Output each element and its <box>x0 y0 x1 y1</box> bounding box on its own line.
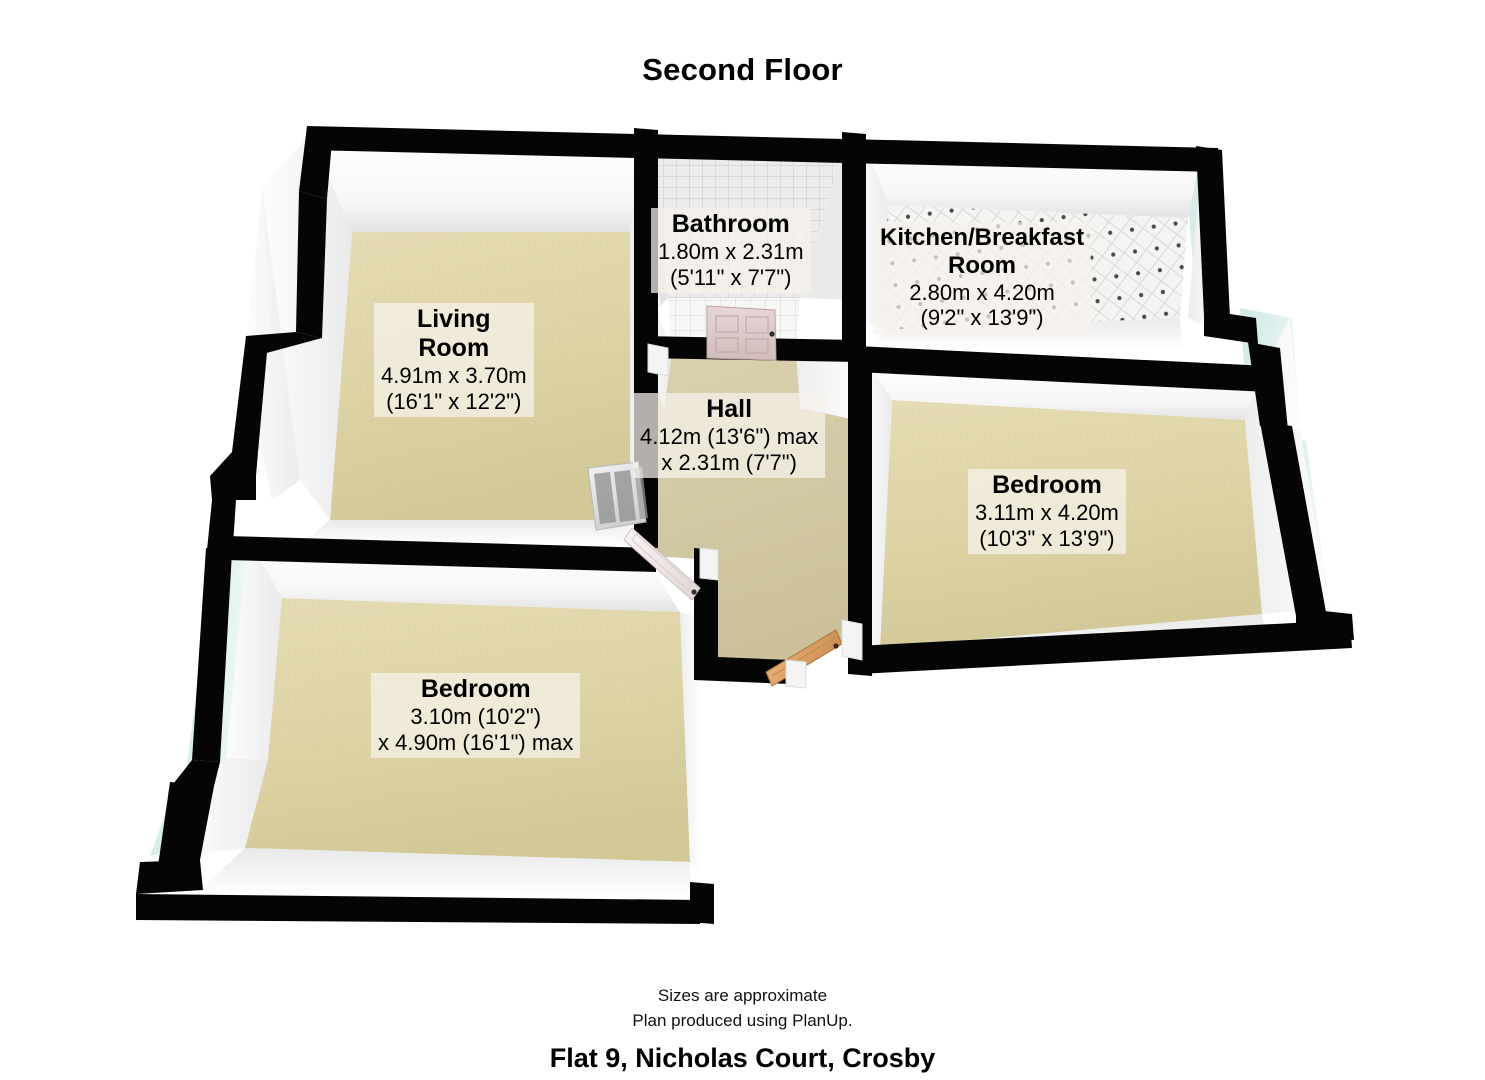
bedroom-right-floor <box>880 400 1262 648</box>
door-jambs <box>647 343 863 689</box>
living-room-radiator <box>587 461 648 531</box>
plan-producer-note: Plan produced using PlanUp. <box>632 1011 853 1030</box>
property-address: Flat 9, Nicholas Court, Crosby <box>549 1043 936 1073</box>
sizes-approximate-note: Sizes are approximate <box>657 986 828 1005</box>
wall-outlines <box>136 126 1354 924</box>
bedroom-bottom-door[interactable] <box>623 527 701 601</box>
page-title: Second Floor <box>642 52 843 87</box>
bathroom-door[interactable] <box>706 305 777 361</box>
doors-and-fixtures <box>587 305 863 689</box>
living-room-floor <box>330 232 630 520</box>
kitchen-floor <box>884 205 1188 330</box>
bedroom-bottom-floor <box>245 598 690 862</box>
